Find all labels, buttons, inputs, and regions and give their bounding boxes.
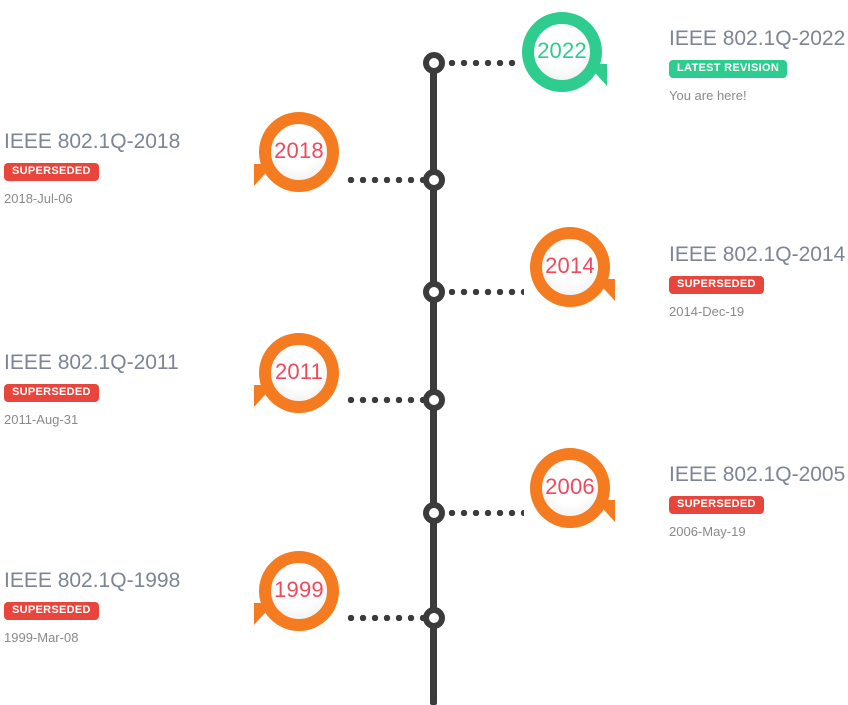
status-badge: SUPERSEDED — [4, 384, 99, 403]
timeline-entry-2005: IEEE 802.1Q-2005 SUPERSEDED 2006-May-19 — [669, 462, 845, 540]
timeline-entry-2022: IEEE 802.1Q-2022 LATEST REVISION You are… — [669, 26, 845, 104]
timeline-node-2018[interactable] — [422, 169, 445, 191]
status-badge: SUPERSEDED — [669, 496, 764, 515]
timeline-connector-2006 — [446, 510, 524, 516]
entry-date: 2006-May-19 — [669, 524, 746, 540]
timeline-marker-year: 1999 — [274, 577, 324, 602]
timeline-node-2014[interactable] — [422, 281, 445, 303]
timeline-connector-2011 — [345, 397, 425, 403]
entry-date: 2011-Aug-31 — [4, 412, 79, 428]
timeline-marker-2022[interactable]: 2022 — [522, 12, 607, 92]
timeline-marker-2014[interactable]: 2014 — [530, 227, 615, 307]
timeline-marker-year: 2018 — [274, 138, 324, 163]
timeline-connector-2022 — [446, 60, 516, 66]
timeline-node-2022[interactable] — [422, 52, 445, 74]
entry-title: IEEE 802.1Q-1998 — [4, 569, 181, 592]
timeline-entry-2014: IEEE 802.1Q-2014 SUPERSEDED 2014-Dec-19 — [669, 242, 845, 320]
timeline-node-2011[interactable] — [422, 389, 445, 411]
entry-note: You are here! — [669, 88, 747, 104]
status-badge: LATEST REVISION — [669, 60, 788, 79]
timeline-marker-1999[interactable]: 1999 — [254, 551, 339, 631]
timeline-entry-2018: IEEE 802.1Q-2018 SUPERSEDED 2018-Jul-06 — [4, 129, 180, 207]
status-badge: SUPERSEDED — [4, 602, 99, 621]
timeline-entry-2011: IEEE 802.1Q-2011 SUPERSEDED 2011-Aug-31 — [4, 350, 179, 428]
status-badge: SUPERSEDED — [4, 163, 99, 182]
entry-title: IEEE 802.1Q-2014 — [669, 243, 846, 266]
timeline-axis — [430, 63, 437, 705]
timeline-marker-2011[interactable]: 2011 — [254, 333, 339, 413]
timeline-node-1999[interactable] — [422, 607, 445, 629]
timeline-marker-year: 2006 — [545, 474, 595, 499]
timeline-marker-year: 2014 — [545, 253, 595, 278]
entry-date: 2018-Jul-06 — [4, 191, 73, 207]
timeline-entry-1998: IEEE 802.1Q-1998 SUPERSEDED 1999-Mar-08 — [4, 568, 180, 646]
entry-title: IEEE 802.1Q-2018 — [4, 130, 181, 153]
entry-title: IEEE 802.1Q-2011 — [4, 351, 179, 374]
entry-title: IEEE 802.1Q-2005 — [669, 463, 846, 486]
timeline-connector-2014 — [446, 289, 524, 295]
timeline-marker-year: 2011 — [274, 359, 324, 384]
entry-date: 2014-Dec-19 — [669, 304, 745, 320]
timeline-marker-year: 2022 — [537, 38, 587, 63]
timeline-marker-2018[interactable]: 2018 — [254, 112, 339, 192]
timeline-marker-2006[interactable]: 2006 — [530, 448, 615, 528]
entry-title: IEEE 802.1Q-2022 — [669, 27, 846, 50]
timeline-connector-2018 — [345, 177, 425, 183]
entry-date: 1999-Mar-08 — [4, 630, 79, 646]
status-badge: SUPERSEDED — [669, 276, 764, 295]
timeline-connector-1999 — [345, 615, 425, 621]
timeline-node-2006[interactable] — [422, 502, 445, 524]
